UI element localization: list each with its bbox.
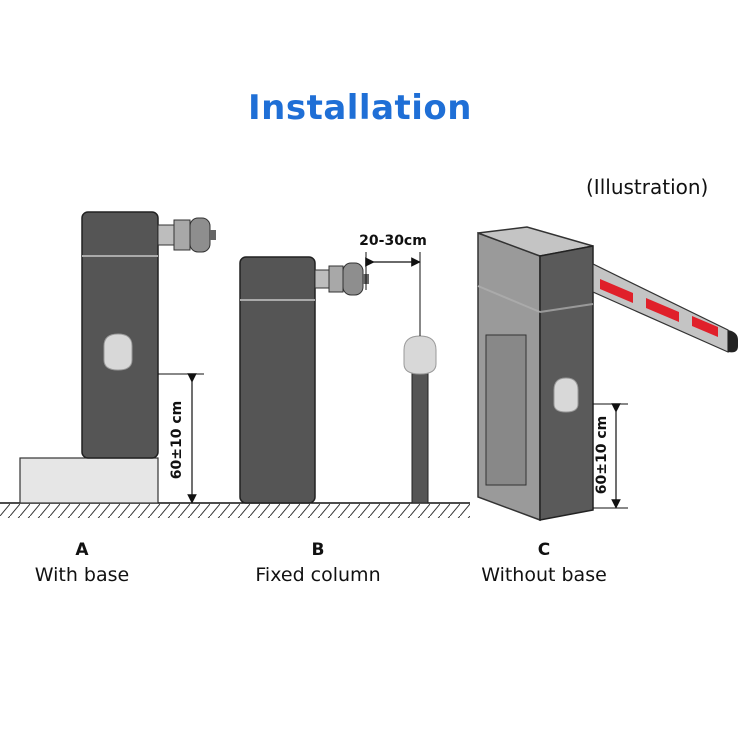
support-column xyxy=(403,335,437,504)
ground xyxy=(0,502,470,518)
variant-b-label: Fixed column xyxy=(255,564,381,586)
boom-hub-icon xyxy=(157,217,216,253)
variant-c-caption: C Without base xyxy=(444,540,644,586)
height-dimension-c: 60±10 cm xyxy=(593,403,628,509)
height-label-a: 60±10 cm xyxy=(169,401,185,479)
variant-c-label: Without base xyxy=(481,564,607,586)
distance-dimension-b: 20-30cm xyxy=(359,233,427,336)
lock-icon xyxy=(553,377,579,413)
variant-a-letter: A xyxy=(75,540,89,560)
variant-a-caption: A With base xyxy=(0,540,182,586)
barrier-fixed-column xyxy=(239,256,369,504)
variant-b-caption: B Fixed column xyxy=(218,540,418,586)
variant-c-letter: C xyxy=(537,540,551,560)
page-title: Installation xyxy=(247,88,472,128)
barrier-cabinet xyxy=(239,256,316,504)
bracket-icon xyxy=(403,335,437,375)
illustration-note: (Illustration) xyxy=(586,175,709,199)
distance-label-b: 20-30cm xyxy=(359,233,427,249)
concrete-base xyxy=(19,457,159,504)
variant-a-label: With base xyxy=(34,564,130,586)
lock-icon xyxy=(103,333,133,371)
height-label-c: 60±10 cm xyxy=(594,416,610,494)
barrier-with-base xyxy=(19,211,216,504)
boom-hub-icon xyxy=(314,262,369,296)
barrier-without-base xyxy=(477,226,738,522)
height-dimension-a: 60±10 cm xyxy=(158,373,204,504)
boom-arm xyxy=(592,263,738,353)
variant-b-letter: B xyxy=(311,540,325,560)
